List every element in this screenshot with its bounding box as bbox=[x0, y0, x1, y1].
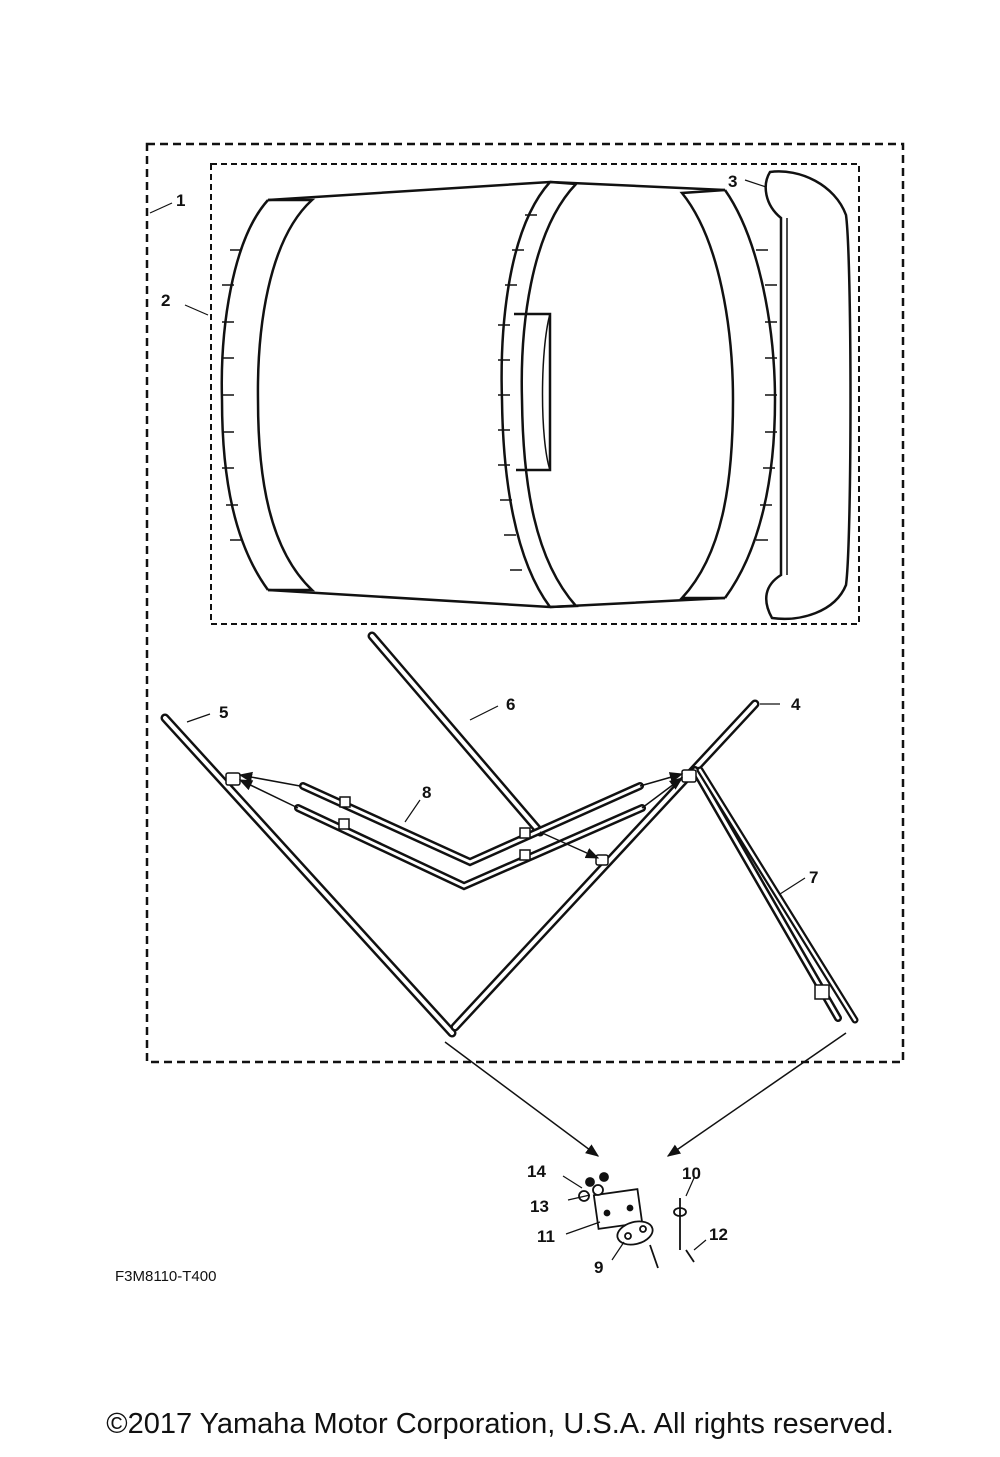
callout-2: 2 bbox=[161, 291, 170, 310]
callout-5: 5 bbox=[219, 703, 228, 722]
tube-part-8-upper bbox=[299, 782, 644, 867]
callout-1: 1 bbox=[176, 191, 185, 210]
storage-boot bbox=[764, 170, 852, 621]
leader-lines bbox=[149, 179, 806, 1261]
callout-3: 3 bbox=[728, 172, 737, 191]
callout-13: 13 bbox=[530, 1197, 549, 1216]
figure-code: F3M8110-T400 bbox=[115, 1268, 217, 1285]
canvas-boundary-inner bbox=[210, 163, 860, 625]
callout-9: 9 bbox=[594, 1258, 603, 1277]
plate-part-11 bbox=[592, 1188, 644, 1230]
callout-8: 8 bbox=[422, 783, 431, 802]
copyright-notice: ©2017 Yamaha Motor Corporation, U.S.A. A… bbox=[106, 1408, 894, 1440]
assembly-arrows bbox=[238, 771, 847, 1157]
callout-6: 6 bbox=[506, 695, 515, 714]
callout-7: 7 bbox=[809, 868, 818, 887]
callout-4: 4 bbox=[791, 695, 801, 714]
callout-10: 10 bbox=[682, 1164, 701, 1183]
callout-11: 11 bbox=[537, 1227, 555, 1246]
callout-12: 12 bbox=[709, 1225, 728, 1244]
kit-boundary-outer bbox=[145, 142, 905, 1064]
canvas-stitch-ticks bbox=[222, 214, 777, 571]
mounting-hardware bbox=[578, 1172, 695, 1269]
callout-14: 14 bbox=[527, 1162, 546, 1181]
